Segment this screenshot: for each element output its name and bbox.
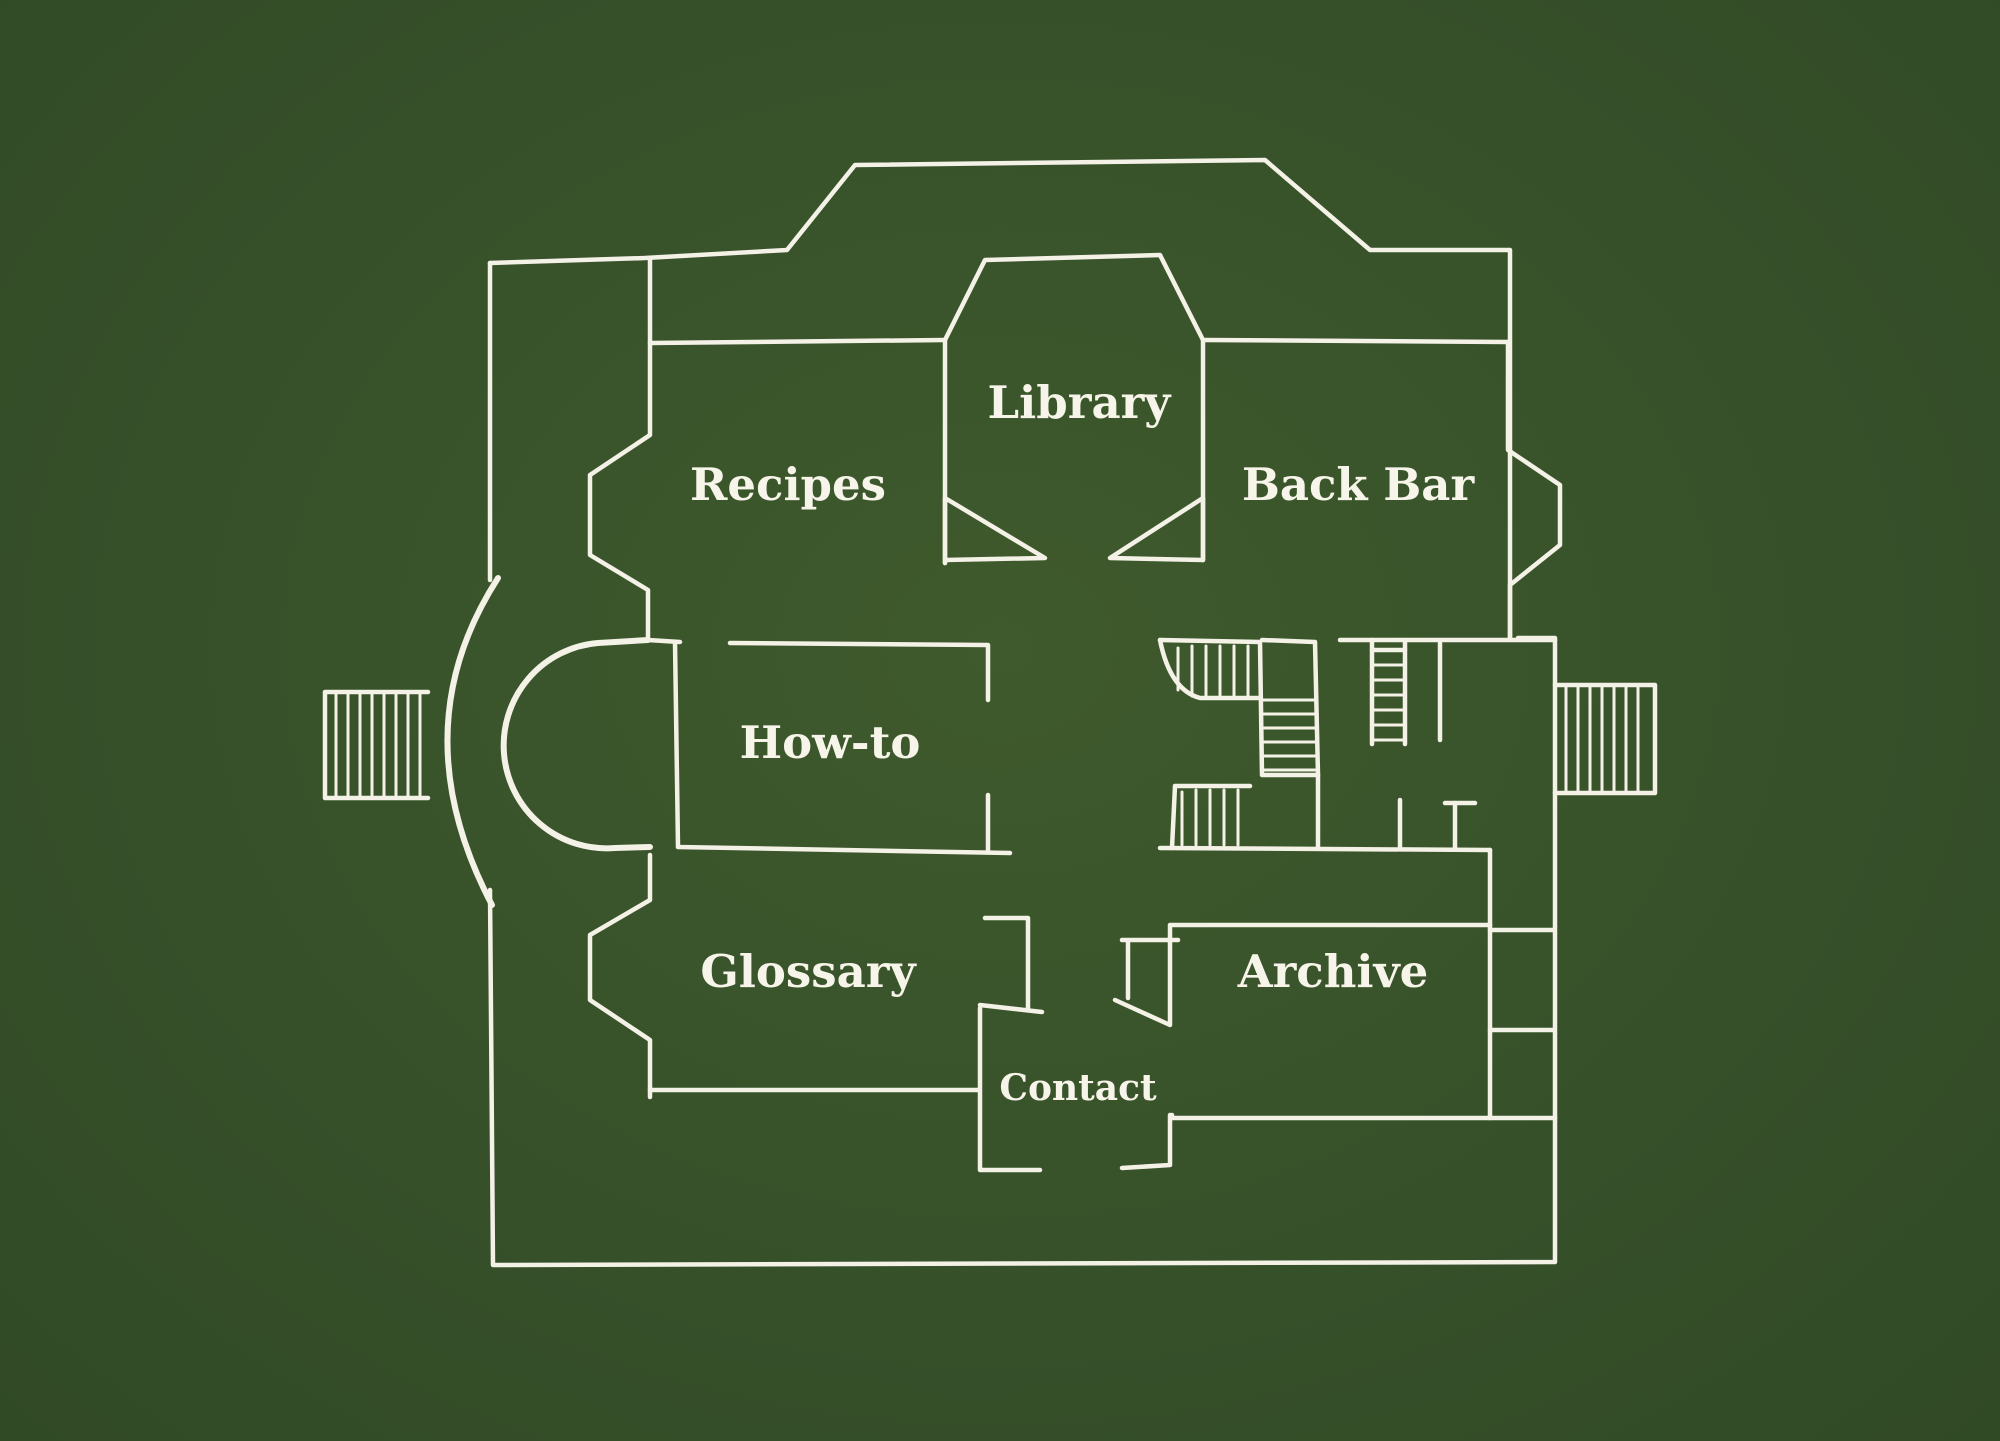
nav-link-how-to[interactable]: How-to [725,700,935,790]
right-entrance-steps [1552,682,1658,796]
recipes-room-walls [587,340,653,643]
nav-link-glossary[interactable]: Glossary [695,930,925,1020]
nav-link-contact-label[interactable]: Contact [999,1067,1157,1109]
nav-link-glossary-label[interactable]: Glossary [700,945,917,998]
left-entrance-steps [322,689,431,801]
nav-link-library-label[interactable]: Library [988,376,1173,429]
nav-link-recipes-label[interactable]: Recipes [690,458,886,511]
nav-link-back-bar-label[interactable]: Back Bar [1242,458,1476,511]
nav-link-back-bar[interactable]: Back Bar [1240,440,1480,530]
archive-room-walls [1112,845,1558,1171]
stair-treads-lower [1180,788,1240,847]
stair-treads-upper [1176,644,1250,700]
staircase-area [1157,637,1558,851]
stair-treads-middle [1260,698,1317,772]
nav-link-recipes[interactable]: Recipes [680,440,910,530]
room-nav: Recipes Library Back Bar How-to Glossary… [680,360,1480,1120]
glossary-room-walls [587,852,1045,1173]
stair-treads-narrow [1369,647,1408,742]
library-room-walls [942,252,1206,566]
nav-link-archive[interactable]: Archive [1225,930,1445,1020]
nav-link-how-to-label[interactable]: How-to [740,716,921,769]
nav-link-archive-label[interactable]: Archive [1237,945,1429,998]
nav-link-contact[interactable]: Contact [998,1060,1158,1120]
how-to-room-walls [500,637,1013,856]
back-bar-room-walls [1505,339,1563,641]
nav-link-library[interactable]: Library [975,360,1185,450]
